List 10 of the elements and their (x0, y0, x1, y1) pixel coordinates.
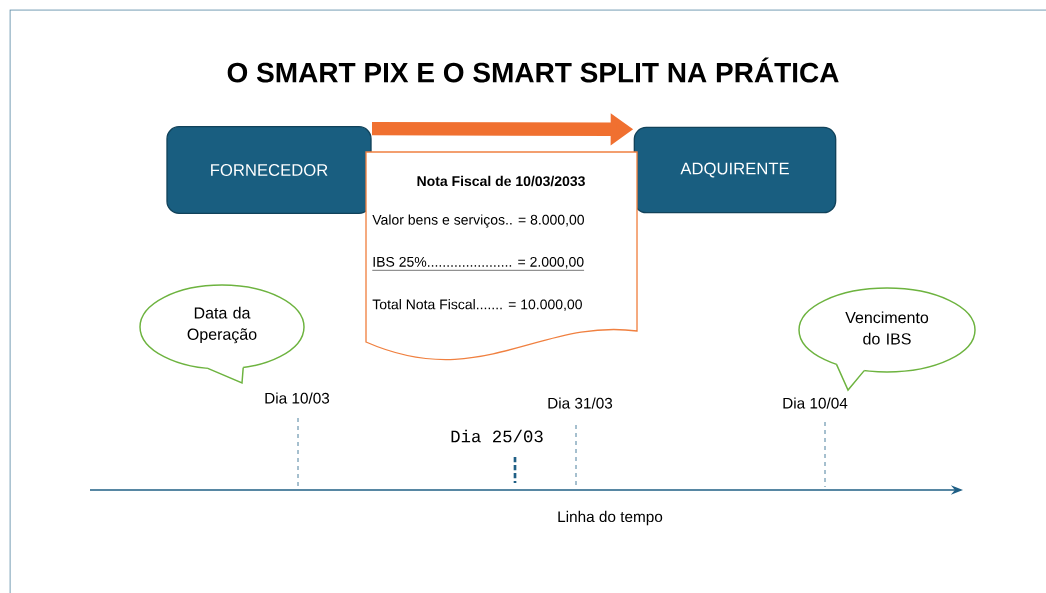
process-box: FORNECEDOR (166, 126, 372, 214)
title: O SMART PIX E O SMART SPLIT NA PRÁTICA (227, 57, 839, 83)
speech-bubble: Data da Operação (139, 284, 305, 385)
axis-label: Linha do tempo (558, 510, 663, 526)
date-label: Dia 31/03 (548, 397, 613, 409)
speech-bubble: Vencimento do IBS (798, 287, 976, 392)
process-box: ADQUIRENTE (633, 126, 837, 214)
date-label: Dia 10/04 (783, 397, 848, 409)
date-label: Dia 10/03 (265, 392, 330, 404)
date-label: Dia 25/03 (451, 429, 543, 443)
